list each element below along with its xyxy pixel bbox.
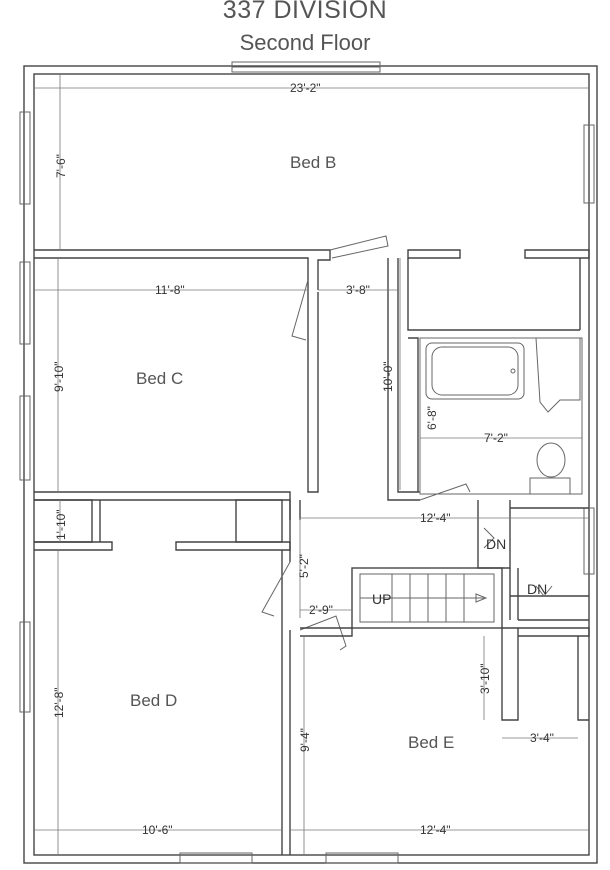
dim-label-closet-e-width: 3'-4" [530, 731, 554, 745]
room-label-bed-b: Bed B [290, 153, 336, 172]
dim-label-bed-b-depth: 7'-6" [54, 154, 68, 178]
dim-label-bed-d-depth: 12'-8" [52, 687, 66, 718]
dim-label-closet-e-depth: 3'-10" [478, 663, 492, 694]
dim-label-bath-depth: 6'-8" [425, 406, 439, 430]
dim-label-bed-c-depth: 9'-10" [52, 361, 66, 392]
dim-label-landing-width: 12'-4" [420, 511, 451, 525]
room-label-bed-c: Bed C [136, 369, 183, 388]
stair-label-up: UP [372, 591, 391, 607]
exterior-walls [19, 61, 598, 864]
dim-label-stair-gap: 2'-9" [309, 603, 333, 617]
dim-label-bed-c-width: 11'-8" [155, 283, 185, 297]
dim-label-bed-e-width: 12'-4" [420, 823, 451, 837]
plan-title: 337 DIVISION [222, 0, 388, 24]
room-label-bed-e: Bed E [408, 733, 454, 752]
dim-label-landing-depth: 5'-2" [297, 554, 311, 578]
dimension-labels: 23'-2" 7'-6" 11'-8" 9'-10" 3'-8" 10'-0" … [52, 81, 554, 837]
dim-label-hall-length: 10'-0" [381, 361, 395, 392]
dimension-lines [34, 74, 589, 855]
dim-label-bed-b-width: 23'-2" [290, 81, 321, 95]
stair-label-down-secondary: DN [527, 581, 547, 597]
dim-label-bed-d-width: 10'-6" [142, 823, 173, 837]
dim-label-bed-e-depth: 9'-4" [298, 728, 312, 752]
dim-label-bath-width: 7'-2" [484, 431, 508, 445]
dim-label-hall-width: 3'-8" [346, 283, 370, 297]
interior-walls [34, 235, 590, 855]
plan-subtitle: Second Floor [239, 30, 371, 55]
stair-label-down: DN [486, 536, 506, 552]
room-label-bed-d: Bed D [130, 691, 177, 710]
dim-label-closet-depth: 1'-10" [54, 509, 68, 540]
